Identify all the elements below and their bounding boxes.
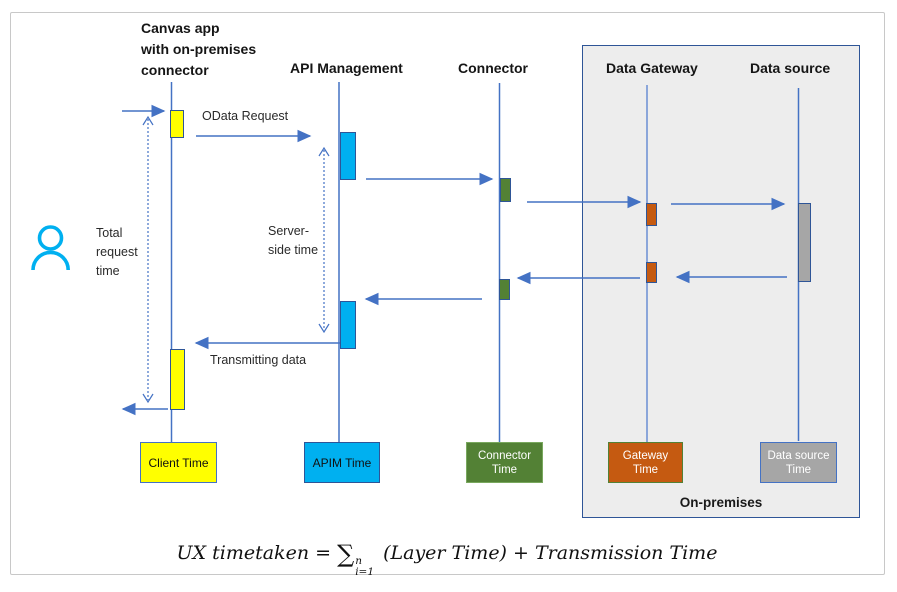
label-odata-request: OData Request bbox=[202, 109, 289, 123]
header-connector: Connector bbox=[458, 60, 528, 76]
activation-connector-receive bbox=[499, 279, 510, 300]
activation-apim-request bbox=[340, 132, 356, 180]
formula-rhs: (Layer Time) + Transmission Time bbox=[383, 542, 718, 564]
span-total-head-down bbox=[142, 393, 154, 404]
legend-gateway-time: Gateway Time bbox=[608, 442, 683, 483]
legend-client-time: Client Time bbox=[140, 442, 217, 483]
formula-lhs: UX timetaken = bbox=[176, 542, 332, 564]
label-server-side-time: Server- side time bbox=[268, 224, 319, 257]
activation-datasource bbox=[798, 203, 811, 282]
activation-gateway-request bbox=[646, 203, 657, 226]
legend-gateway-time-label: Gateway Time bbox=[622, 449, 669, 476]
user-icon bbox=[31, 225, 70, 271]
activation-client-request bbox=[170, 110, 184, 138]
span-total-head-up bbox=[142, 115, 154, 126]
legend-datasource-time: Data source Time bbox=[760, 442, 837, 483]
span-server-head-up bbox=[318, 146, 330, 157]
activation-connector-request bbox=[500, 178, 511, 202]
on-premises-label: On-premises bbox=[679, 495, 763, 510]
legend-connector-time-label: Connector Time bbox=[477, 449, 532, 476]
activation-client-receive bbox=[170, 349, 185, 410]
legend-apim-time-label: APIM Time bbox=[312, 455, 372, 470]
on-premises-region bbox=[582, 45, 860, 518]
legend-client-time-label: Client Time bbox=[148, 455, 209, 470]
label-transmitting-data: Transmitting data bbox=[210, 353, 307, 367]
legend-connector-time: Connector Time bbox=[466, 442, 543, 483]
legend-datasource-time-label: Data source Time bbox=[767, 449, 830, 476]
span-server-head-down bbox=[318, 323, 330, 334]
activation-gateway-receive bbox=[646, 262, 657, 283]
header-datasource: Data source bbox=[750, 60, 831, 76]
header-apim: API Management bbox=[290, 60, 403, 76]
label-total-request-time: Total request time bbox=[96, 226, 138, 278]
sigma-upper-limit: n bbox=[355, 555, 362, 567]
legend-apim-time: APIM Time bbox=[304, 442, 380, 483]
sigma-lower-limit: i=1 bbox=[355, 565, 375, 578]
header-gateway: Data Gateway bbox=[606, 60, 698, 76]
header-client: Canvas app with on-premises connector bbox=[141, 20, 257, 78]
activation-apim-receive bbox=[340, 301, 356, 349]
sigma-symbol: ∑ bbox=[337, 540, 355, 568]
